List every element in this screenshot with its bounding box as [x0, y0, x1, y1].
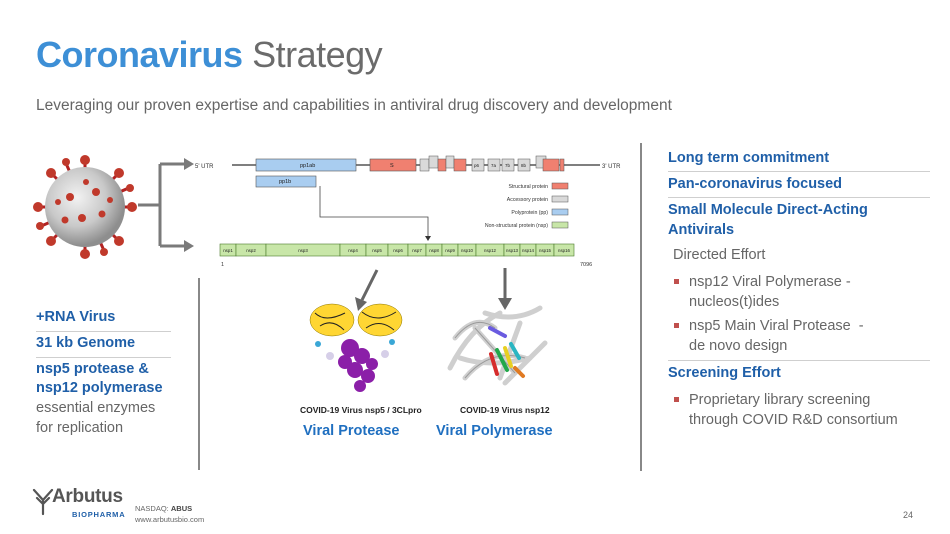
- bullet-nsp12-line2: nucleos(t)ides: [689, 294, 780, 310]
- pan-coronavirus: Pan-coronavirus focused: [668, 176, 843, 192]
- bullet-screening-line1: Proprietary library screening: [689, 392, 871, 408]
- nsp-segment-label: nsp9: [445, 248, 455, 253]
- ticker-symbol: ABUS: [170, 504, 193, 513]
- right-divider: [640, 143, 642, 471]
- bullet-screening: Proprietary library screening through CO…: [668, 390, 930, 430]
- nsp-segment-label: nsp10: [461, 248, 474, 253]
- tree-icon: [32, 488, 54, 516]
- pos-start: 1: [221, 262, 224, 268]
- pp1b-box: [255, 175, 317, 188]
- coronavirus-image: [30, 152, 140, 262]
- 8b-label: 8b: [521, 163, 527, 168]
- ticker-label: NASDAQ:: [135, 504, 169, 513]
- fact-enzymes-desc2: for replication: [36, 420, 124, 436]
- nsp-segment-label: nsp15: [539, 248, 552, 253]
- divider: [668, 197, 930, 198]
- title-bold: Coronavirus: [36, 34, 243, 75]
- directed-effort-bullets: nsp12 Viral Polymerase - nucleos(t)ides …: [668, 272, 930, 356]
- legend-structural: Structural protein: [508, 184, 548, 190]
- nsp-segment-label: nsp5: [372, 248, 382, 253]
- legend-accessory: Accessory protein: [507, 197, 548, 203]
- p6-label: p6: [474, 163, 480, 168]
- pp1b-label: pp1b: [279, 179, 291, 185]
- screening-effort: Screening Effort: [668, 365, 781, 381]
- nsp-segment-label: nsp7: [412, 248, 422, 253]
- pp1ab-label: pp1ab: [300, 163, 315, 169]
- nsp-segment-label: nsp13: [506, 248, 519, 253]
- pos-end: 7096: [580, 262, 592, 268]
- title-light: Strategy: [252, 34, 383, 75]
- screening-bullets: Proprietary library screening through CO…: [668, 390, 930, 430]
- viral-polymerase-label: Viral Polymerase: [436, 423, 553, 439]
- nsp-segment-label: nsp2: [246, 248, 256, 253]
- bullet-nsp12: nsp12 Viral Polymerase - nucleos(t)ides: [668, 272, 930, 312]
- fact-genome-size: 31 kb Genome: [36, 335, 136, 351]
- page-title: Coronavirus Strategy: [36, 34, 383, 76]
- strategy-list: Long term commitment Pan-coronavirus foc…: [668, 146, 930, 432]
- bullet-nsp5-line1: nsp5 Main Viral Protease -: [689, 318, 864, 334]
- bullet-nsp12-line1: nsp12 Viral Polymerase -: [689, 274, 851, 290]
- virus-facts-list: +RNA Virus 31 kb Genome nsp5 protease & …: [36, 306, 171, 438]
- fact-enzymes-line2: nsp12 polymerase: [36, 380, 163, 396]
- ticker-block: NASDAQ: ABUS www.arbutusbio.com: [135, 503, 204, 525]
- small-molecule-line2: Antivirals: [668, 222, 735, 238]
- legend-nsp: Non-structural protein (nsp): [485, 223, 548, 229]
- small-molecule-line1: Small Molecule Direct-Acting: [668, 202, 868, 218]
- nsp-segment-label: nsp8: [429, 248, 439, 253]
- pp1ab-box: [255, 158, 357, 172]
- arrow-polymerase: [495, 268, 515, 313]
- website-link[interactable]: www.arbutusbio.com: [135, 515, 205, 524]
- bullet-nsp5: nsp5 Main Viral Protease - de novo desig…: [668, 316, 930, 356]
- nsp-bar: nsp1 nsp2 nsp3 nsp4 nsp5 nsp6 nsp7 nsp8 nsp9 nsp1…: [219, 243, 575, 257]
- fact-rna-virus: +RNA Virus: [36, 309, 116, 325]
- fact-enzymes-desc1: essential enzymes: [36, 400, 156, 416]
- branch-arrows: [138, 150, 194, 260]
- 7a-label: 7a: [491, 163, 497, 168]
- polymerase-caption: COVID-19 Virus nsp12: [460, 405, 550, 415]
- polymerase-structure-image: [445, 298, 555, 398]
- long-term-commitment: Long term commitment: [668, 150, 830, 166]
- nsp-segment-label: nsp3: [298, 248, 308, 253]
- divider: [668, 360, 930, 361]
- protease-caption: COVID-19 Virus nsp5 / 3CLpro: [300, 405, 422, 415]
- divider: [668, 171, 930, 172]
- divider: [36, 357, 171, 358]
- s-gene-box: [369, 158, 417, 172]
- nsp-segment-label: nsp4: [348, 248, 358, 253]
- nsp-segment-label: nsp6: [393, 248, 403, 253]
- page-number: 24: [903, 510, 914, 520]
- genome-diagram: 5' UTR 3' UTR pp1ab pp1b S p6 7a 7b 8b S…: [190, 150, 630, 285]
- protease-structure-image: [300, 298, 410, 398]
- divider: [36, 331, 171, 332]
- bullet-screening-line2: through COVID R&D consortium: [689, 412, 898, 428]
- s-gene-label: S: [390, 163, 394, 169]
- logo-text: Arbutus: [52, 486, 123, 507]
- page-subtitle: Leveraging our proven expertise and capa…: [36, 97, 672, 114]
- utr5-label: 5' UTR: [195, 164, 214, 170]
- logo-subtext: BIOPHARMA: [72, 510, 126, 519]
- nsp-segment-label: nsp12: [484, 248, 497, 253]
- arrow-protease: [350, 268, 390, 313]
- fact-enzymes-line1: nsp5 protease &: [36, 361, 149, 377]
- 7b-label: 7b: [505, 163, 511, 168]
- nsp-segment: [553, 243, 575, 257]
- utr3-label: 3' UTR: [602, 164, 621, 170]
- nsp-segment-label: nsp1: [223, 248, 233, 253]
- legend-polyprotein: Polyprotein (pp): [511, 210, 548, 216]
- nsp-segment-label: nsp14: [522, 248, 535, 253]
- directed-effort: Directed Effort: [673, 247, 766, 263]
- left-divider: [198, 278, 200, 470]
- bullet-nsp5-line2: de novo design: [689, 338, 788, 354]
- viral-protease-label: Viral Protease: [303, 423, 400, 439]
- nsp-segment-label: nsp16: [558, 248, 571, 253]
- arbutus-logo: Arbutus BIOPHARMA: [28, 486, 128, 526]
